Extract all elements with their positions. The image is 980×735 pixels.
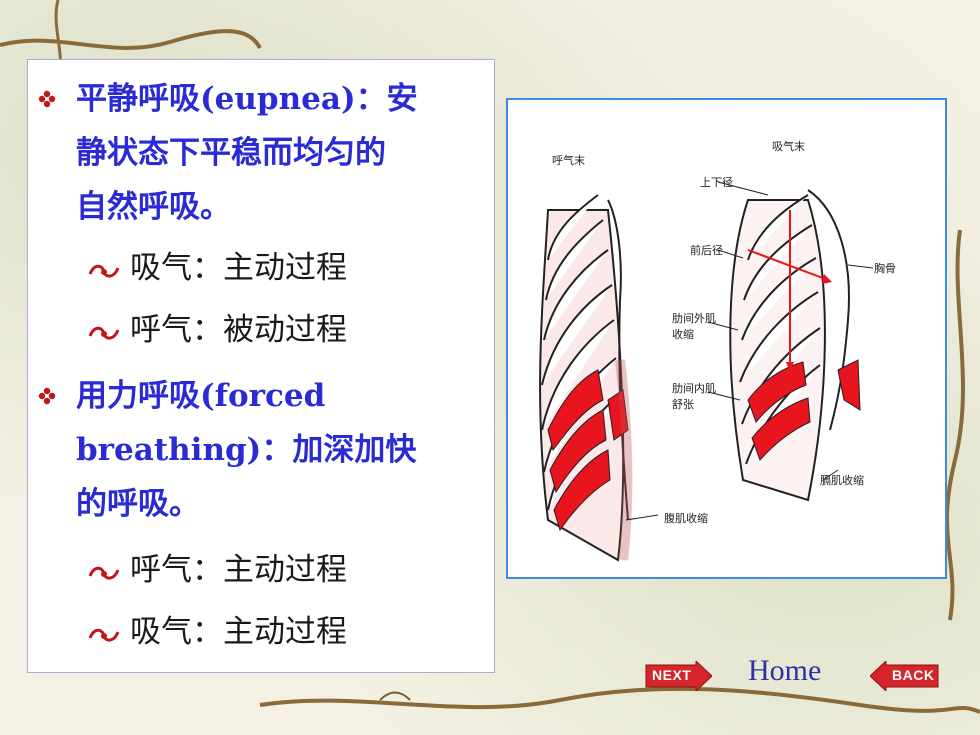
bullet-line: 静状态下平稳而均匀的 xyxy=(76,135,386,171)
ribcage-figure: 呼气末 吸气末 上下径 前后径 胸骨 肋间外肌 收缩 肋间内肌 舒张 膈肌收缩 … xyxy=(506,98,947,579)
back-button[interactable]: BACK xyxy=(869,659,940,693)
sub-item: 吸气：主动过程 xyxy=(88,248,347,288)
home-link[interactable]: Home xyxy=(748,654,822,687)
label-int-intercostal: 肋间内肌 xyxy=(672,382,716,395)
back-label: BACK xyxy=(892,667,935,683)
bullet-forced-breathing: 用力呼吸(forced breathing)：加深加快 的呼吸。 xyxy=(38,369,478,531)
label-ext-intercostal-contract: 收缩 xyxy=(672,328,694,341)
swirl-bullet-icon xyxy=(88,566,120,580)
label-vertical-diameter: 上下径 xyxy=(700,176,733,189)
diamond-bullet-icon xyxy=(38,387,56,405)
sub-item: 呼气：主动过程 xyxy=(88,550,347,590)
label-inhale-end: 吸气末 xyxy=(772,140,805,153)
sub-item-text: 呼气：被动过程 xyxy=(130,312,347,348)
next-button[interactable]: NEXT xyxy=(644,659,713,693)
swirl-bullet-icon xyxy=(88,326,120,340)
content-panel: 平静呼吸(eupnea)：安 静状态下平稳而均匀的 自然呼吸。 吸气：主动过程 … xyxy=(27,59,495,673)
next-arrow-icon xyxy=(645,659,713,693)
diamond-bullet-icon xyxy=(38,90,56,108)
bullet-line: 平静呼吸(eupnea)：安 xyxy=(76,81,418,117)
sub-item-text: 呼气：主动过程 xyxy=(130,552,347,588)
bullet-line: 用力呼吸(forced xyxy=(76,378,326,414)
sub-item: 呼气：被动过程 xyxy=(88,310,347,350)
bullet-line: 的呼吸。 xyxy=(76,486,200,522)
bullet-eupnea: 平静呼吸(eupnea)：安 静状态下平稳而均匀的 自然呼吸。 xyxy=(38,72,478,234)
next-label: NEXT xyxy=(652,667,692,683)
label-diaphragm: 膈肌收缩 xyxy=(820,474,864,487)
bullet-line: breathing)：加深加快 xyxy=(76,432,417,468)
label-exhale-end: 呼气末 xyxy=(552,154,585,167)
sub-item-text: 吸气：主动过程 xyxy=(130,614,347,650)
back-arrow-icon xyxy=(869,659,939,693)
label-int-intercostal-relax: 舒张 xyxy=(672,398,694,411)
bullet-line: 自然呼吸。 xyxy=(76,189,231,225)
label-abdominal: 腹肌收缩 xyxy=(664,512,708,525)
swirl-bullet-icon xyxy=(88,628,120,642)
label-sternum: 胸骨 xyxy=(874,262,896,275)
ribcage-illustration xyxy=(539,181,874,562)
sub-item-text: 吸气：主动过程 xyxy=(130,250,347,286)
sub-item: 吸气：主动过程 xyxy=(88,612,347,652)
label-ext-intercostal: 肋间外肌 xyxy=(672,312,716,325)
label-ap-diameter: 前后径 xyxy=(690,244,723,257)
swirl-bullet-icon xyxy=(88,264,120,278)
